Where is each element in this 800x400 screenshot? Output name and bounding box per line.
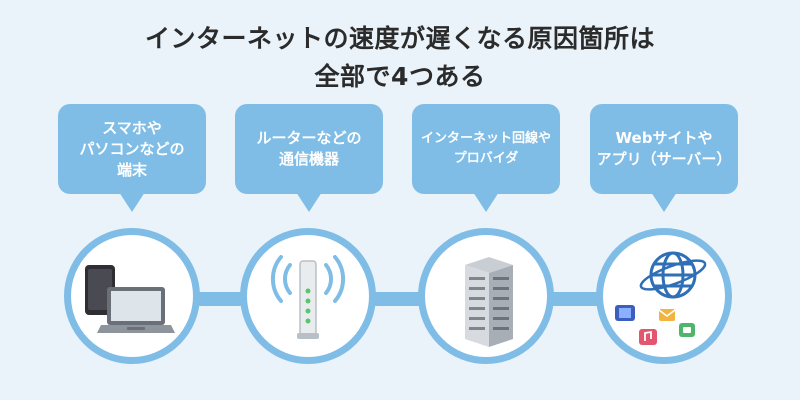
cause-circle-router (240, 228, 376, 364)
title-line-2: 全部で4つある (314, 62, 486, 91)
cause-bubble-line: インターネット回線や プロバイダ (412, 104, 560, 212)
cause-circle-server (596, 228, 732, 364)
title-line-1: インターネットの速度が遅くなる原因箇所は (144, 24, 655, 53)
page-title: インターネットの速度が遅くなる原因箇所は 全部で4つある (0, 20, 800, 96)
cause-label-router: ルーターなどの 通信機器 (256, 129, 362, 168)
cause-circle-line (418, 228, 554, 364)
cause-label-server: Webサイトや アプリ（サーバー） (596, 129, 732, 168)
connector-line (130, 292, 670, 306)
cause-label-line: インターネット回線や プロバイダ (420, 131, 551, 166)
cause-bubble-server: Webサイトや アプリ（サーバー） (590, 104, 738, 212)
router-icon (270, 255, 346, 339)
cause-circle-devices (64, 228, 200, 364)
cause-bubble-devices: スマホや パソコンなどの 端末 (58, 104, 206, 212)
cause-label-devices: スマホや パソコンなどの 端末 (79, 118, 185, 179)
cause-bubble-router: ルーターなどの 通信機器 (235, 104, 383, 212)
building-icon (465, 257, 513, 347)
globe-apps-icon (615, 251, 707, 345)
devices-icon (85, 265, 175, 333)
